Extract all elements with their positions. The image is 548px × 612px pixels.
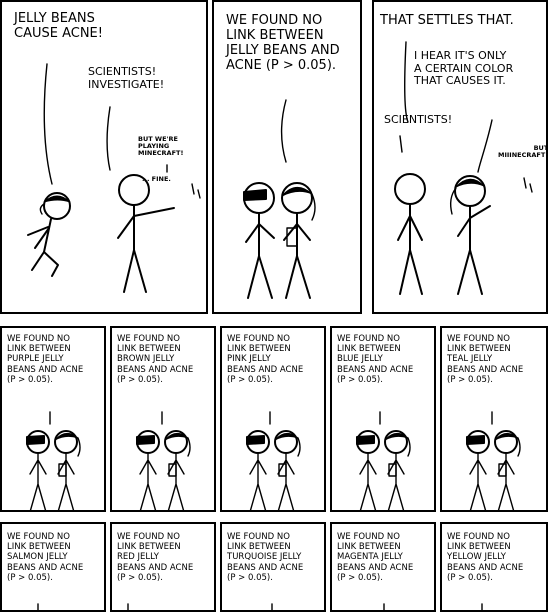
panel-brown: We found no link between brown jelly bea… xyxy=(110,326,216,512)
panel-teal-drawing xyxy=(466,411,521,510)
panel-turquoise-drawing xyxy=(271,603,273,610)
panel-teal: We found no link between teal jelly bean… xyxy=(440,326,548,512)
panel-2-caption: We found no link between jelly beans and… xyxy=(226,13,340,73)
panel-salmon-caption: We found no link between salmon jelly be… xyxy=(7,532,84,583)
panel-yellow-caption: We found no link between yellow jelly be… xyxy=(447,532,524,583)
comic-panel-2: We found no link between jelly beans and… xyxy=(212,0,362,314)
panel-magenta: We found no link between magenta jelly b… xyxy=(330,522,436,612)
panel-pink: We found no link between pink jelly bean… xyxy=(220,326,326,512)
panel-yellow: We found no link between yellow jelly be… xyxy=(440,522,548,612)
panel-3-caption: That settles that. xyxy=(380,13,514,28)
panel-3-aside-speech: But Miiinecraft! xyxy=(498,144,548,160)
panel-blue-drawing xyxy=(356,411,411,510)
panel-3-drawing xyxy=(394,41,533,295)
panel-pink-caption: We found no link between pink jelly bean… xyxy=(227,334,304,385)
panel-blue-caption: We found no link between blue jelly bean… xyxy=(337,334,414,385)
panel-1-fine-speech: ... Fine. xyxy=(142,175,171,183)
comic-panel-3: That settles that. I hear it's only a ce… xyxy=(372,0,548,314)
panel-3-scientists-speech: Scientists! xyxy=(384,113,453,126)
panel-brown-caption: We found no link between brown jelly bea… xyxy=(117,334,194,385)
panel-purple: We found no link between purple jelly be… xyxy=(0,326,106,512)
panel-turquoise-caption: We found no link between turquoise jelly… xyxy=(227,532,304,583)
panel-red-drawing xyxy=(127,603,129,610)
panel-purple-caption: We found no link between purple jelly be… xyxy=(7,334,84,385)
panel-brown-drawing xyxy=(136,411,191,510)
panel-turquoise: We found no link between turquoise jelly… xyxy=(220,522,326,612)
panel-purple-drawing xyxy=(26,411,81,510)
panel-pink-drawing xyxy=(246,411,301,510)
panel-2-drawing xyxy=(243,99,316,299)
panel-1-caption: Jelly beans cause acne! xyxy=(14,11,103,41)
panel-magenta-caption: We found no link between magenta jelly b… xyxy=(337,532,414,583)
panel-yellow-drawing xyxy=(481,603,483,610)
panel-teal-caption: We found no link between teal jelly bean… xyxy=(447,334,524,385)
panel-1-scientists-speech: Scientists! Investigate! xyxy=(88,65,165,91)
panel-magenta-drawing xyxy=(383,603,385,610)
panel-salmon: We found no link between salmon jelly be… xyxy=(0,522,106,612)
panel-blue: We found no link between blue jelly bean… xyxy=(330,326,436,512)
panel-red-caption: We found no link between red jelly beans… xyxy=(117,532,194,583)
comic-panel-1: Jelly beans cause acne! Scientists! Inve… xyxy=(0,0,208,314)
panel-1-aside-speech: But we're playing Minecraft! xyxy=(138,135,184,158)
panel-red: We found no link between red jelly beans… xyxy=(110,522,216,612)
panel-1-drawing xyxy=(27,63,201,293)
panel-3-claim-speech: I hear it's only a certain color that ca… xyxy=(414,49,514,88)
panel-salmon-drawing xyxy=(37,603,39,610)
